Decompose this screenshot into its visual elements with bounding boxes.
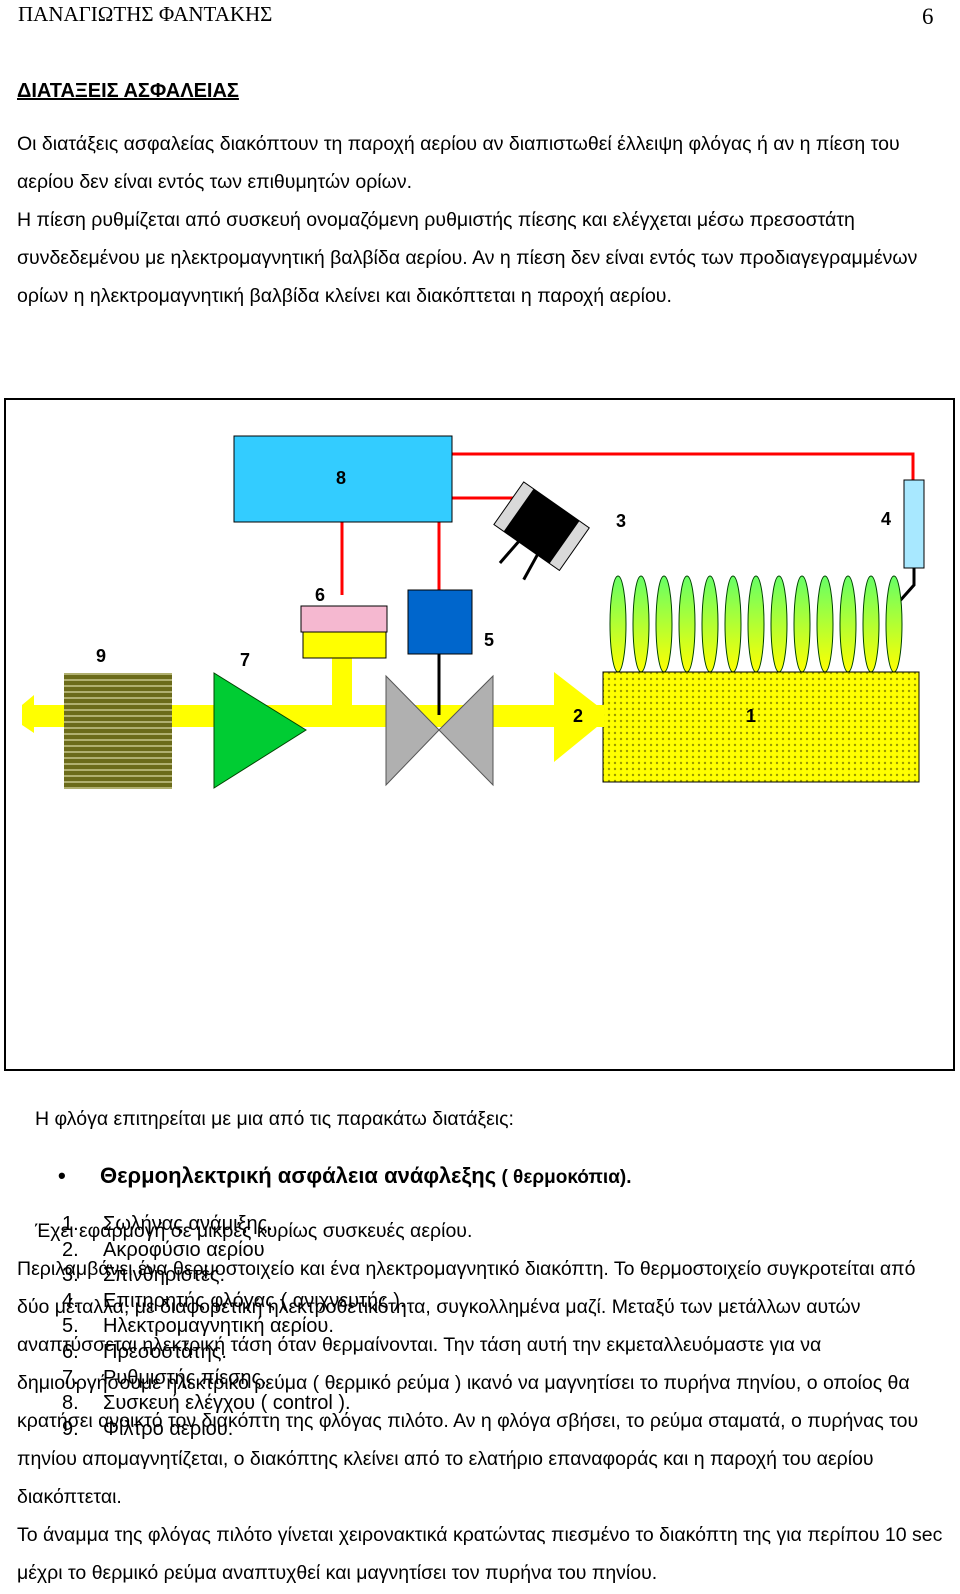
burner-flames [609, 575, 903, 673]
label-1: 1 [746, 706, 756, 726]
solenoid-coil [407, 589, 473, 655]
legend-item: 2.Ακροφύσιο αερίου [62, 1238, 265, 1261]
bullet-heading: • Θερμοηλεκτρική ασφάλεια ανάφλεξης ( θερ… [58, 1163, 631, 1189]
gas-nozzle [554, 672, 603, 762]
paragraph-intro: Οι διατάξεις ασφαλείας διακόπτουν τη παρ… [17, 133, 900, 193]
control-wires [340, 452, 915, 595]
legend-item: 4.Επιτηρητής φλόγας ( ανιχνευτής ). [62, 1289, 406, 1312]
label-6: 6 [315, 585, 325, 605]
safety-device-diagram: 8 3 4 [4, 398, 955, 1440]
label-3: 3 [616, 511, 626, 531]
diagram-canvas: 8 3 4 [22, 435, 925, 789]
bullet-title: Θερμοηλεκτρική ασφάλεια ανάφλεξης [100, 1163, 497, 1188]
control-unit [233, 435, 453, 523]
bullet-icon: • [58, 1163, 66, 1188]
paragraph-application: Έχει εφαρμογή σε μικρές κυρίως συσκευές … [35, 1220, 473, 1242]
flame-intro-text: Η φλόγα επιτηρείται με μια από τις παρακ… [35, 1108, 514, 1130]
label-7: 7 [240, 650, 250, 670]
label-5: 5 [484, 630, 494, 650]
valve-body-right [438, 674, 494, 787]
diagram-legend: 1.Σωλήνας ανάμιξης. 2.Ακροφύσιο αερίου 3… [62, 1212, 406, 1442]
legend-item: 6.Πρεσοστάτης. [62, 1340, 227, 1363]
header-author: ΠΑΝΑΓΙΩΤΗΣ ΦΑΝΤΑΚΗΣ [18, 2, 273, 26]
gas-filter [64, 673, 172, 789]
flame-detector [903, 479, 925, 569]
paragraph-pilot-ignition: Το άναμμα της φλόγας πιλότο γίνεται χειρ… [17, 1524, 943, 1584]
pressostat-cap [300, 605, 388, 633]
page-number: 6 [922, 4, 934, 29]
paragraph-pressure: Η πίεση ρυθμίζεται από συσκευή ονομαζόμε… [17, 209, 918, 307]
label-8: 8 [336, 468, 346, 488]
legend-item: 8.Συσκευή ελέγχου ( control ). [62, 1392, 351, 1415]
pressure-regulator [213, 672, 307, 789]
pressostat-stem [332, 655, 352, 710]
section-heading: ΔΙΑΤΑΞΕΙΣ ΑΣΦΑΛΕΙΑΣ [17, 80, 239, 102]
bullet-subtitle: ( θερμοκόπια). [496, 1167, 632, 1188]
paragraph-thermocouple: Περιλαμβάνει ένα θερμοστοιχείο και ένα η… [17, 1258, 919, 1508]
legend-item: 7.Ρυθμιστής πίεσης. [62, 1366, 267, 1389]
label-2: 2 [573, 706, 583, 726]
label-4: 4 [881, 509, 891, 529]
igniter [493, 481, 590, 581]
legend-item: 3.Σπινθηριστές. [62, 1264, 226, 1287]
valve-body-left [385, 674, 440, 787]
label-9: 9 [96, 646, 106, 666]
legend-item: 1.Σωλήνας ανάμιξης. [62, 1213, 273, 1235]
legend-item: 9.Φίλτρο αερίου. [62, 1417, 234, 1440]
legend-item: 5.Ηλεκτρομαγνητική αερίου. [62, 1315, 334, 1338]
mixing-tube [602, 671, 920, 783]
